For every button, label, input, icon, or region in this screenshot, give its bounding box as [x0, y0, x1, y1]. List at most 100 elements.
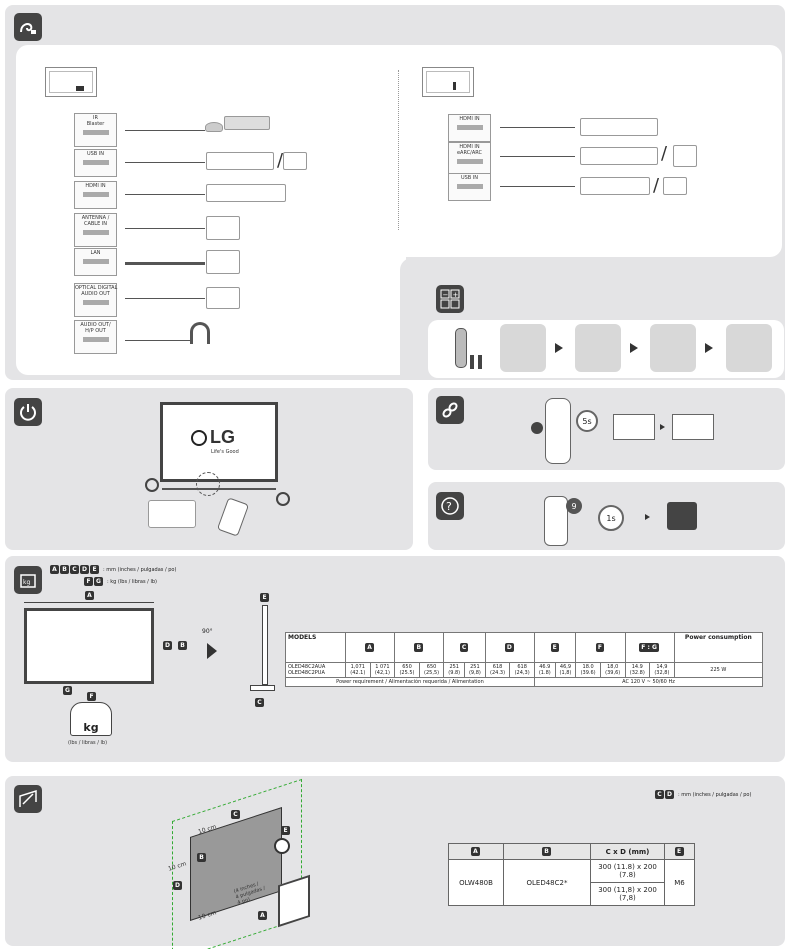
antenna-icon [206, 216, 240, 240]
spec-col-header: A [344, 632, 396, 663]
right-port-label: USB IN [460, 175, 479, 181]
spec-value: 18.0 (39.6) [575, 662, 601, 678]
spec-col-header: B [394, 632, 445, 663]
wall-table: A B C x D (mm) E OLW480B OLED48C2* 300 (… [448, 843, 695, 906]
tv-feet [162, 482, 276, 490]
kg-label: kg [83, 721, 99, 734]
port-connector-icon [456, 183, 483, 189]
arrow-icon [660, 424, 665, 430]
pairing-seconds: 5s [582, 416, 592, 426]
key-9-icon: 9 [566, 498, 582, 514]
r-usb-devices-icon [580, 177, 650, 195]
spec-col-letter: F [595, 643, 604, 652]
right-port-label: HDMI IN eARC/ARC [456, 144, 483, 156]
cable-optical [125, 298, 205, 299]
left-port: HDMI IN [74, 181, 117, 209]
cable-r-usb [500, 186, 575, 187]
measure-icon: kg [14, 566, 42, 594]
spec-col-letter: C [459, 643, 469, 652]
wall-th-cd: C x D (mm) [590, 843, 665, 860]
r-hdmi-devices-icon [580, 118, 658, 136]
wall-th-a: A [448, 843, 504, 860]
letter-badge: B [60, 565, 69, 574]
cable-r-hdmi2 [500, 156, 575, 157]
cable-antenna [125, 228, 205, 229]
usb-devices-icon [206, 152, 274, 170]
tv-front: LG Life's Good [160, 402, 278, 482]
cable-ir [125, 130, 205, 131]
left-port: IR Blaster [74, 113, 117, 147]
spec-value: 46,9 (1,8) [554, 662, 577, 678]
right-port: HDMI IN [448, 114, 491, 142]
left-port: LAN [74, 248, 117, 276]
question-icon: ? [436, 492, 464, 520]
wall-unit-text: : mm (inches / pulgadas / po) [678, 791, 752, 798]
model-name: OLED48C2PUA [288, 670, 325, 676]
tv-back-icon [45, 67, 97, 97]
tv-side-icon [422, 67, 474, 97]
cable-audio [125, 340, 190, 341]
dim-a-badge: A [85, 591, 94, 600]
spec-col-header: E [533, 632, 577, 663]
spec-value: 1,071 (42.1) [345, 662, 371, 678]
usb-stick-icon [283, 152, 307, 170]
battery-step-1 [500, 324, 546, 372]
screw-icon [274, 838, 290, 854]
spec-col-header: D [484, 632, 535, 663]
svg-text:?: ? [446, 500, 452, 513]
spec-col-letter: A [365, 643, 374, 652]
sound-system-icon [206, 287, 240, 309]
tv-off-icon [613, 414, 655, 440]
wall-table-wrap: A B C x D (mm) E OLW480B OLED48C2* 300 (… [448, 843, 695, 906]
pairing-remote-icon [545, 398, 571, 464]
power-icon [14, 398, 42, 426]
set-top-box-icon [224, 116, 270, 130]
rotate-arrow-icon [207, 643, 217, 659]
left-port: ANTENNA / CABLE IN [74, 213, 117, 247]
tv-on-icon [672, 414, 714, 440]
power-value: 225 W [673, 662, 764, 678]
divider [398, 70, 399, 230]
letter-badge: F [84, 577, 93, 586]
batteries-icon [470, 355, 482, 369]
wall-d-badge: D [173, 881, 182, 890]
left-port: OPTICAL DIGITAL AUDIO OUT [74, 283, 117, 317]
weight-unit-text: : kg (lbs / libras / lb) [107, 578, 157, 585]
wall-b-badge: B [197, 853, 206, 862]
dim-d-badge: D [163, 641, 172, 650]
battery-step-2 [575, 324, 621, 372]
wall-mount-icon [14, 785, 42, 813]
remote-icon [455, 328, 467, 368]
spec-value: 618 (24.3) [484, 662, 511, 678]
hand-press-icon [148, 500, 196, 528]
svg-text:−: − [443, 291, 449, 299]
dim-b-badge: B [178, 641, 187, 650]
left-port: AUDIO OUT/ H/P OUT [74, 320, 117, 354]
spec-col-letter: F : G [639, 643, 659, 652]
slash-separator: / [661, 143, 668, 164]
spec-value: 251 (9,8) [464, 662, 486, 678]
left-port-label: LAN [90, 250, 101, 256]
spec-col-header: C [443, 632, 486, 663]
key-9-label: 9 [571, 501, 577, 511]
tv-stand-side [250, 685, 275, 691]
spec-value: 650 (25.5) [394, 662, 420, 678]
headset-icon [667, 502, 697, 530]
cable-icon [14, 13, 42, 41]
left-port: USB IN [74, 149, 117, 177]
letter-badge: C [655, 790, 664, 799]
home-icon [531, 422, 543, 434]
dim-a-line [24, 602, 154, 603]
spec-col-letter: D [504, 643, 514, 652]
letter-badge: D [80, 565, 89, 574]
dim-unit-text: : mm (inches / pulgadas / po) [103, 566, 177, 573]
right-port: HDMI IN eARC/ARC [448, 142, 491, 176]
